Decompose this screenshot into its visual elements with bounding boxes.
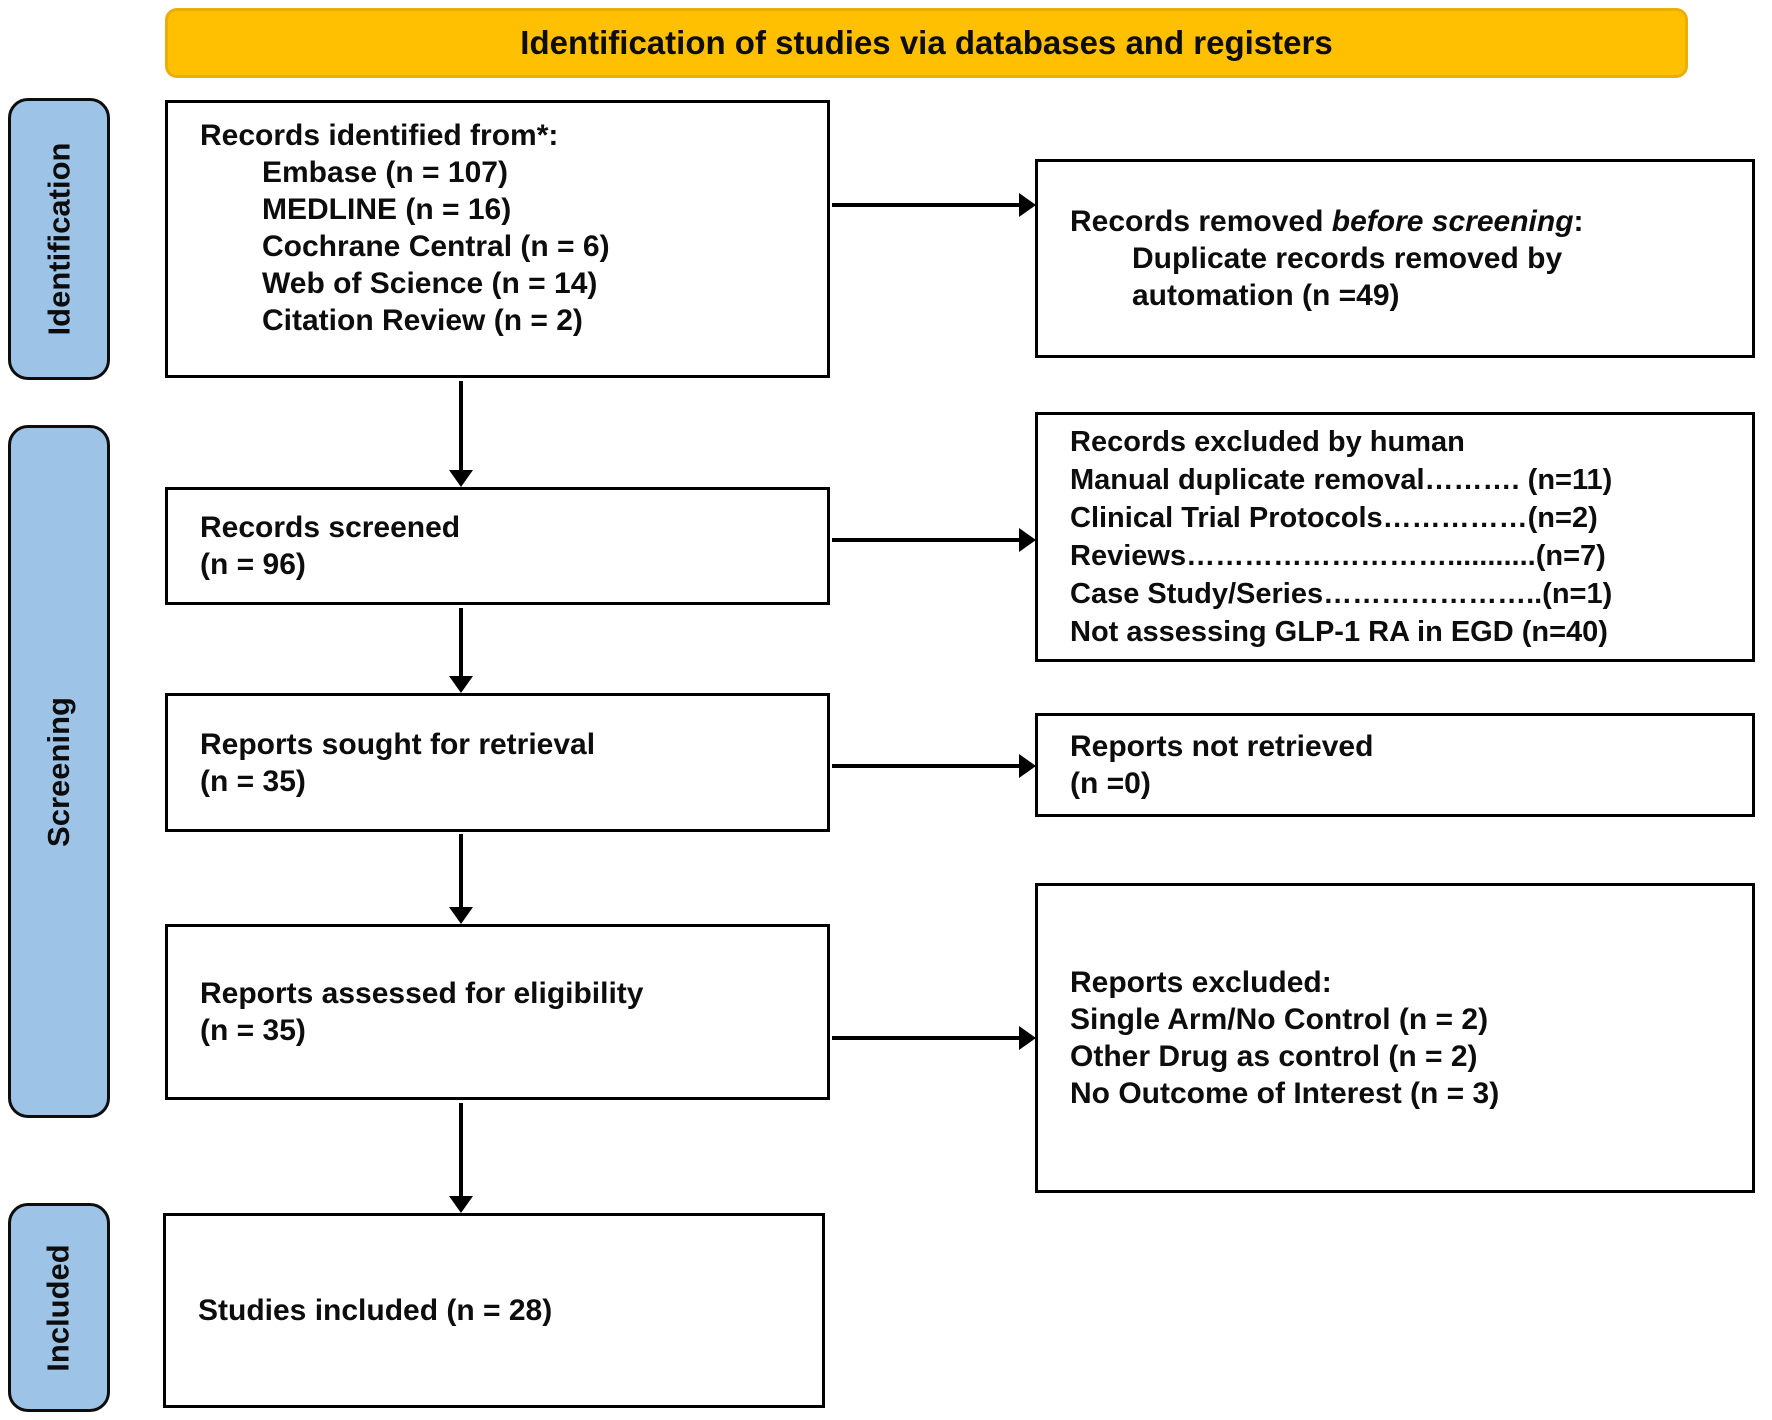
records-excluded-title: Records excluded by human	[1070, 426, 1465, 458]
exclusion-item: Single Arm/No Control (n = 2)	[1070, 1003, 1489, 1036]
arrowhead-right-icon	[1019, 193, 1036, 217]
records-removed-title-suffix: :	[1573, 205, 1584, 238]
exclusion-item: Other Drug as control (n = 2)	[1070, 1040, 1478, 1073]
box-studies-included: Studies included (n = 28)	[163, 1213, 825, 1408]
source-item: MEDLINE (n = 16)	[262, 193, 512, 226]
records-removed-title-prefix: Records removed	[1070, 205, 1332, 238]
stage-rail-included: Included	[8, 1203, 110, 1412]
arrowhead-down-icon	[449, 470, 473, 487]
box-records-excluded: Records excluded by human Manual duplica…	[1035, 412, 1755, 662]
arrowhead-right-icon	[1019, 1026, 1036, 1050]
stage-label-identification: Identification	[41, 142, 77, 336]
source-item: Cochrane Central (n = 6)	[262, 230, 610, 263]
records-screened-line1: Records screened	[200, 511, 461, 544]
reports-not-retrieved-line1: Reports not retrieved	[1070, 730, 1374, 763]
arrowhead-down-icon	[449, 907, 473, 924]
exclusion-item: Manual duplicate removal………. (n=11)	[1070, 464, 1613, 496]
reports-excluded-title: Reports excluded:	[1070, 966, 1332, 999]
arrow-screened-to-excluded	[832, 538, 1019, 542]
stage-rail-identification: Identification	[8, 98, 110, 380]
banner: Identification of studies via databases …	[165, 8, 1688, 78]
source-item: Embase (n = 107)	[262, 156, 508, 189]
arrowhead-down-icon	[449, 1196, 473, 1213]
records-removed-title: Records removed before screening:	[1070, 203, 1712, 240]
reports-sought-count: (n = 35)	[200, 764, 306, 798]
exclusion-item: Case Study/Series…………………..(n=1)	[1070, 578, 1613, 610]
box-records-removed: Records removed before screening: Duplic…	[1035, 159, 1755, 358]
exclusion-item: Not assessing GLP-1 RA in EGD (n=40)	[1070, 616, 1608, 648]
arrow-identified-to-removed	[832, 203, 1019, 207]
studies-included-line1: Studies included (n = 28)	[198, 1294, 553, 1327]
arrowhead-down-icon	[449, 676, 473, 693]
reports-not-retrieved-count: (n =0)	[1070, 767, 1151, 800]
box-records-identified: Records identified from*: Embase (n = 10…	[165, 100, 830, 378]
stage-label-screening: Screening	[41, 696, 77, 847]
arrowhead-right-icon	[1019, 528, 1036, 552]
stage-label-included: Included	[41, 1243, 77, 1372]
box-reports-not-retrieved: Reports not retrieved (n =0)	[1035, 713, 1755, 817]
arrow-assessed-to-included	[459, 1103, 463, 1196]
box-reports-sought: Reports sought for retrieval (n = 35)	[165, 693, 830, 832]
arrow-sought-to-not-retrieved	[832, 764, 1019, 768]
arrow-screened-to-sought	[459, 608, 463, 676]
box-reports-excluded: Reports excluded: Single Arm/No Control …	[1035, 883, 1755, 1193]
stage-rail-screening: Screening	[8, 425, 110, 1118]
arrow-assessed-to-reports-excluded	[832, 1036, 1019, 1040]
box-reports-assessed: Reports assessed for eligibility (n = 35…	[165, 924, 830, 1100]
exclusion-item: Clinical Trial Protocols……………(n=2)	[1070, 502, 1598, 534]
exclusion-item: No Outcome of Interest (n = 3)	[1070, 1077, 1500, 1110]
records-identified-title: Records identified from*:	[200, 119, 559, 152]
records-removed-detail: Duplicate records removed by automation …	[1132, 242, 1563, 312]
records-screened-count: (n = 96)	[200, 548, 306, 581]
source-item: Citation Review (n = 2)	[262, 304, 583, 337]
reports-assessed-count: (n = 35)	[200, 1014, 306, 1047]
banner-title: Identification of studies via databases …	[520, 24, 1333, 61]
arrow-identified-to-screened	[459, 381, 463, 470]
exclusion-item: Reviews………………………...........(n=7)	[1070, 540, 1606, 572]
arrow-sought-to-assessed	[459, 834, 463, 907]
source-item: Web of Science (n = 14)	[262, 267, 598, 300]
reports-assessed-line1: Reports assessed for eligibility	[200, 977, 644, 1010]
arrowhead-right-icon	[1019, 754, 1036, 778]
records-removed-title-italic: before screening	[1331, 205, 1574, 238]
box-records-screened: Records screened (n = 96)	[165, 487, 830, 605]
reports-sought-line1: Reports sought for retrieval	[200, 727, 596, 761]
